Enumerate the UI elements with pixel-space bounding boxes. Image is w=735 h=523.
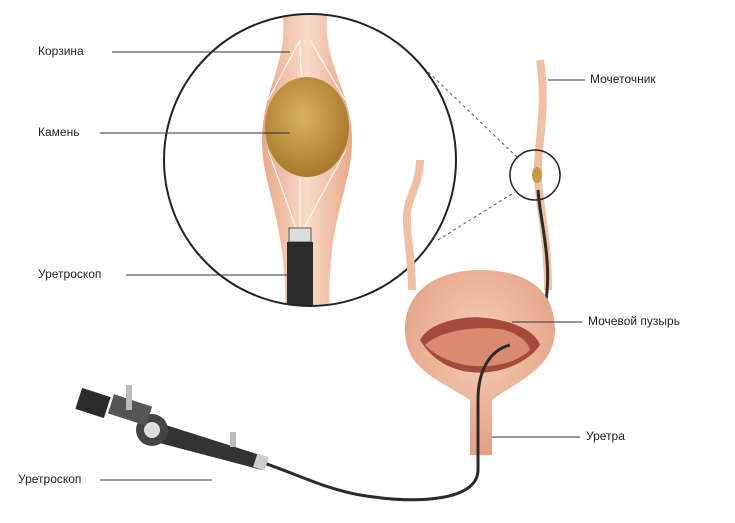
stone [265, 77, 349, 177]
small-circle [509, 149, 561, 201]
label-stone: Камень [38, 125, 80, 139]
label-ureter: Мочеточник [590, 72, 656, 86]
label-basket: Корзина [38, 44, 84, 58]
magnified-ureter [164, 14, 456, 306]
label-urethra: Уретра [586, 429, 625, 443]
label-ureteroscope-zoom: Уретроскоп [38, 267, 102, 281]
label-bladder: Мочевой пузырь [588, 314, 680, 328]
ureteroscope-device [75, 385, 269, 471]
label-ureteroscope: Уретроскоп [18, 472, 82, 486]
scope-cable [239, 343, 511, 502]
magnifier-circle [163, 13, 457, 307]
zoom-line-top [423, 67, 519, 159]
scope-tip [287, 242, 313, 306]
